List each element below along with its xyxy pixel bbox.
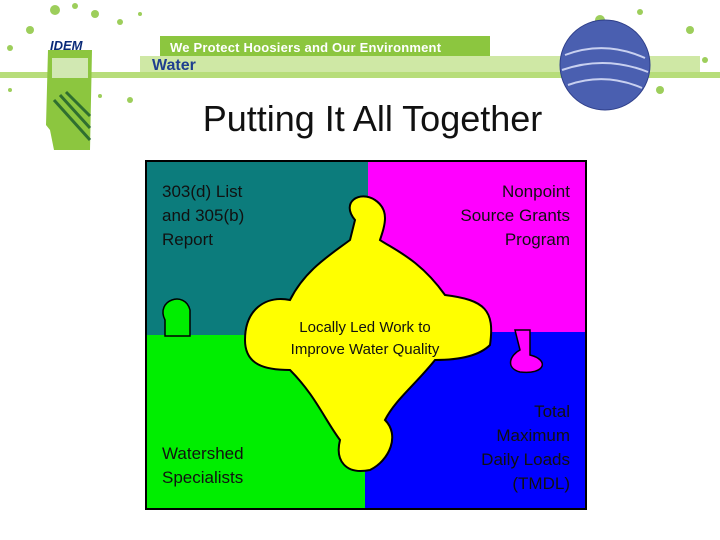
water-globe-icon [559, 19, 651, 111]
indiana-state-icon [46, 50, 92, 150]
label-303d-list: 303(d) List and 305(b) Report [162, 182, 245, 249]
label-tmdl: Total Maximum Daily Loads (TMDL) [481, 402, 570, 493]
puzzle-pieces [145, 160, 587, 510]
knob-top-right [509, 329, 543, 374]
banner-stripe [0, 72, 720, 78]
banner-graphic [0, 3, 720, 150]
puzzle-diagram: 303(d) List and 305(b) Report Nonpoint S… [145, 160, 587, 510]
label-nonpoint-grants: Nonpoint Source Grants Program [460, 182, 570, 249]
banner-tagline: We Protect Hoosiers and Our Environment [170, 40, 442, 55]
slide-title: Putting It All Together [202, 98, 543, 139]
tagline-bar [160, 36, 490, 56]
idem-banner: IDEM We Protect Hoosiers and Our Environ… [0, 0, 720, 150]
label-locally-led-work: Locally Led Work to Improve Water Qualit… [290, 319, 440, 358]
banner-section-label: Water [152, 57, 196, 74]
label-watershed-specialists: Watershed Specialists [162, 444, 244, 487]
piece-center [243, 195, 493, 472]
idem-logo: IDEM [50, 38, 83, 53]
knob-bottom-left [162, 298, 191, 337]
